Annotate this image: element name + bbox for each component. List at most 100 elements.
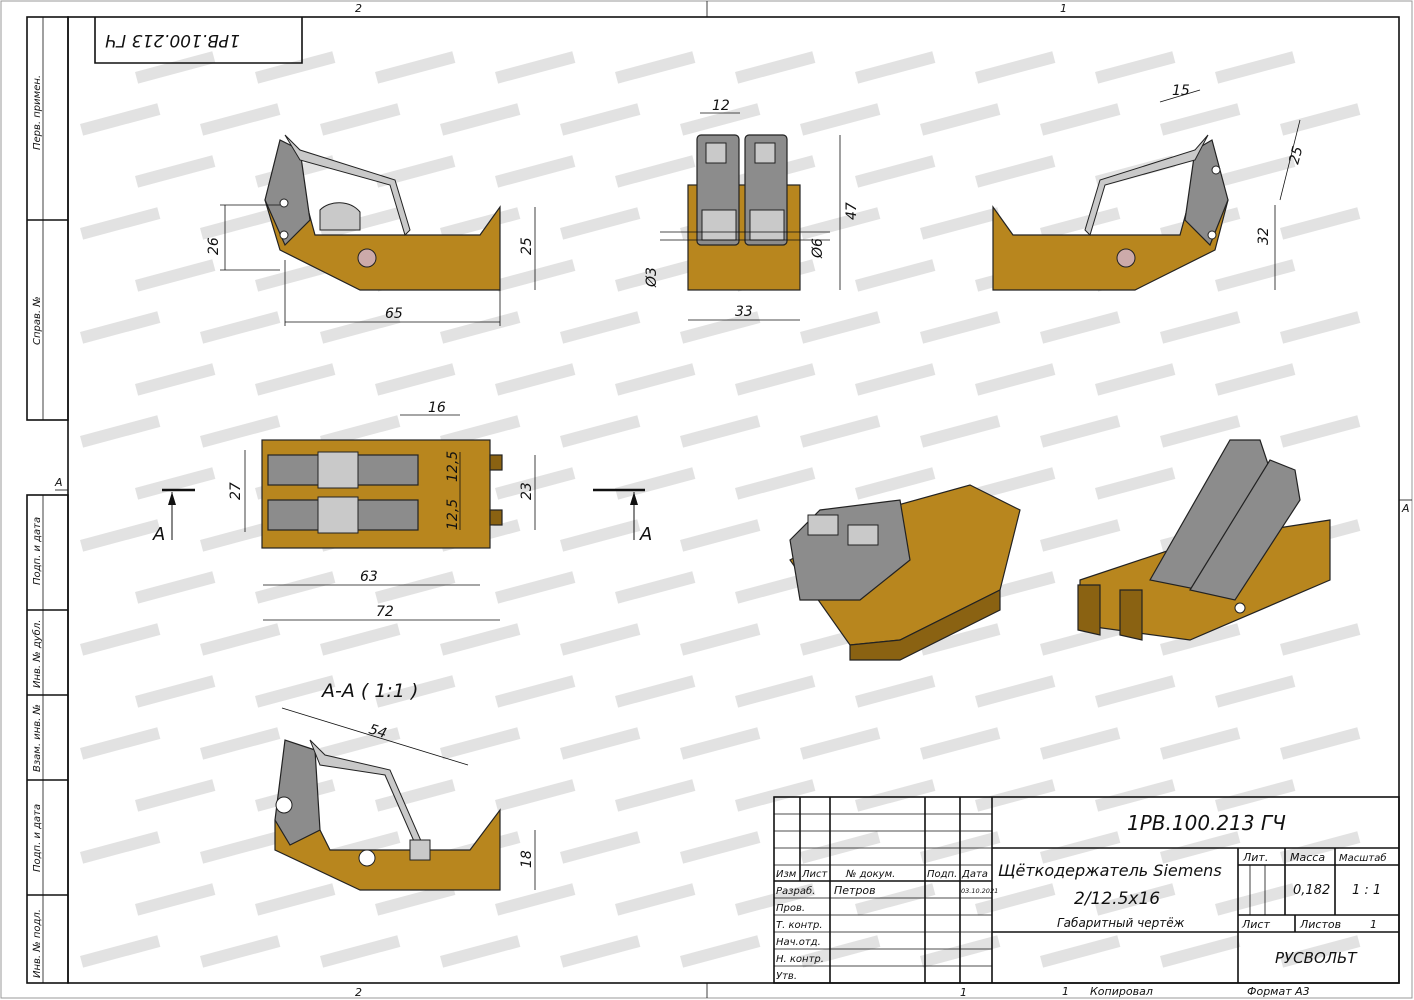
watermark-mark bbox=[615, 571, 696, 604]
watermark-mark bbox=[1095, 883, 1176, 916]
developer-date: 03.10.2021 bbox=[961, 887, 998, 895]
strip-label: Взам. инв. № bbox=[32, 704, 43, 772]
watermark-mark bbox=[855, 883, 936, 916]
watermark-mark bbox=[80, 727, 161, 760]
watermark-mark bbox=[1215, 883, 1296, 916]
role-label: Нач.отд. bbox=[776, 937, 821, 948]
watermark-mark bbox=[375, 883, 456, 916]
format-label: Формат А3 bbox=[1247, 985, 1310, 998]
watermark-mark bbox=[135, 675, 216, 708]
watermark-mark bbox=[1095, 363, 1176, 396]
watermark-mark bbox=[615, 779, 696, 812]
watermark-mark bbox=[920, 207, 1001, 240]
watermark-mark bbox=[1215, 779, 1296, 812]
watermark-mark bbox=[200, 727, 281, 760]
watermark-mark bbox=[375, 363, 456, 396]
watermark-mark bbox=[615, 467, 696, 500]
watermark-mark bbox=[680, 103, 761, 136]
strip-label: Инв. № подл. bbox=[32, 909, 43, 978]
watermark-mark bbox=[1160, 103, 1241, 136]
watermark-mark bbox=[1215, 155, 1296, 188]
watermark-mark bbox=[440, 727, 521, 760]
dimension-label: 72 bbox=[376, 604, 394, 620]
watermark-mark bbox=[135, 467, 216, 500]
role-label: Утв. bbox=[776, 971, 797, 982]
watermark-mark bbox=[975, 155, 1056, 188]
watermark-mark bbox=[735, 883, 816, 916]
watermark-mark bbox=[495, 675, 576, 708]
watermark-mark bbox=[1280, 103, 1361, 136]
watermark-mark bbox=[200, 415, 281, 448]
watermark-mark bbox=[1280, 207, 1361, 240]
watermark-mark bbox=[975, 467, 1056, 500]
watermark-mark bbox=[735, 363, 816, 396]
watermark-mark bbox=[80, 207, 161, 240]
rotated-designation: 1РВ.100.213 ГЧ bbox=[105, 30, 240, 50]
watermark-mark bbox=[680, 935, 761, 968]
watermark-mark bbox=[440, 935, 521, 968]
watermark-mark bbox=[495, 571, 576, 604]
watermark-mark bbox=[1040, 727, 1121, 760]
watermark-mark bbox=[920, 623, 1001, 656]
watermark-mark bbox=[200, 519, 281, 552]
zone-mark: 1 bbox=[960, 986, 967, 999]
watermark-mark bbox=[800, 415, 881, 448]
watermark-mark bbox=[615, 883, 696, 916]
watermark-mark bbox=[1280, 415, 1361, 448]
dimension-label: 33 bbox=[735, 304, 753, 320]
watermark-mark bbox=[80, 103, 161, 136]
sheets-label: Листов bbox=[1299, 918, 1341, 931]
watermark-mark bbox=[560, 831, 641, 864]
watermark-mark bbox=[495, 779, 576, 812]
watermark-mark bbox=[680, 415, 761, 448]
watermark-mark bbox=[855, 259, 936, 292]
sheet-label: Лист bbox=[1241, 918, 1270, 931]
watermark-mark bbox=[200, 207, 281, 240]
copied-label: Копировал bbox=[1090, 985, 1153, 998]
watermark-mark bbox=[680, 519, 761, 552]
watermark-mark bbox=[320, 935, 401, 968]
role-label: Т. контр. bbox=[776, 920, 823, 931]
dimension-label: 18 bbox=[519, 850, 535, 868]
dimension-label: 32 bbox=[1256, 227, 1272, 245]
watermark-mark bbox=[855, 467, 936, 500]
dimension-label: 47 bbox=[844, 202, 860, 220]
role-label: Пров. bbox=[776, 903, 805, 914]
dimension-label: 23 bbox=[519, 482, 535, 500]
role-label: Н. контр. bbox=[776, 954, 824, 965]
watermark-mark bbox=[615, 675, 696, 708]
company-name: РУСВОЛЬТ bbox=[1275, 949, 1358, 967]
watermark-mark bbox=[1040, 519, 1121, 552]
watermark-mark bbox=[615, 259, 696, 292]
isometric-view-1 bbox=[789, 484, 1021, 661]
watermark-mark bbox=[1160, 623, 1241, 656]
strip-label: Перв. примен. bbox=[32, 75, 43, 150]
side-strip: Перв. примен. Справ. № Подп. и дата Инв.… bbox=[26, 16, 69, 984]
zone-mark: 2 bbox=[355, 986, 362, 999]
watermark-mark bbox=[255, 883, 336, 916]
watermark-mark bbox=[135, 363, 216, 396]
watermark-mark bbox=[800, 103, 881, 136]
dimension-label: 65 bbox=[385, 306, 403, 322]
dimension-label: 27 bbox=[228, 482, 244, 500]
watermark-mark bbox=[800, 831, 881, 864]
dimension-label: Ø6 bbox=[810, 238, 826, 259]
watermark-mark bbox=[1040, 935, 1121, 968]
watermark-mark bbox=[80, 311, 161, 344]
watermark-mark bbox=[80, 831, 161, 864]
lit-label: Лит. bbox=[1242, 851, 1268, 864]
watermark-mark bbox=[1040, 103, 1121, 136]
watermark-mark bbox=[255, 675, 336, 708]
watermark-mark bbox=[855, 51, 936, 84]
header-sign: Подп. bbox=[927, 869, 957, 880]
watermark-mark bbox=[1160, 727, 1241, 760]
watermark-mark bbox=[855, 155, 936, 188]
watermark-mark bbox=[440, 103, 521, 136]
watermark-mark bbox=[855, 675, 936, 708]
watermark-mark bbox=[1040, 311, 1121, 344]
watermark-mark bbox=[920, 311, 1001, 344]
watermark-mark bbox=[560, 519, 641, 552]
watermark-mark bbox=[920, 103, 1001, 136]
copied-number: 1 bbox=[1062, 985, 1069, 998]
